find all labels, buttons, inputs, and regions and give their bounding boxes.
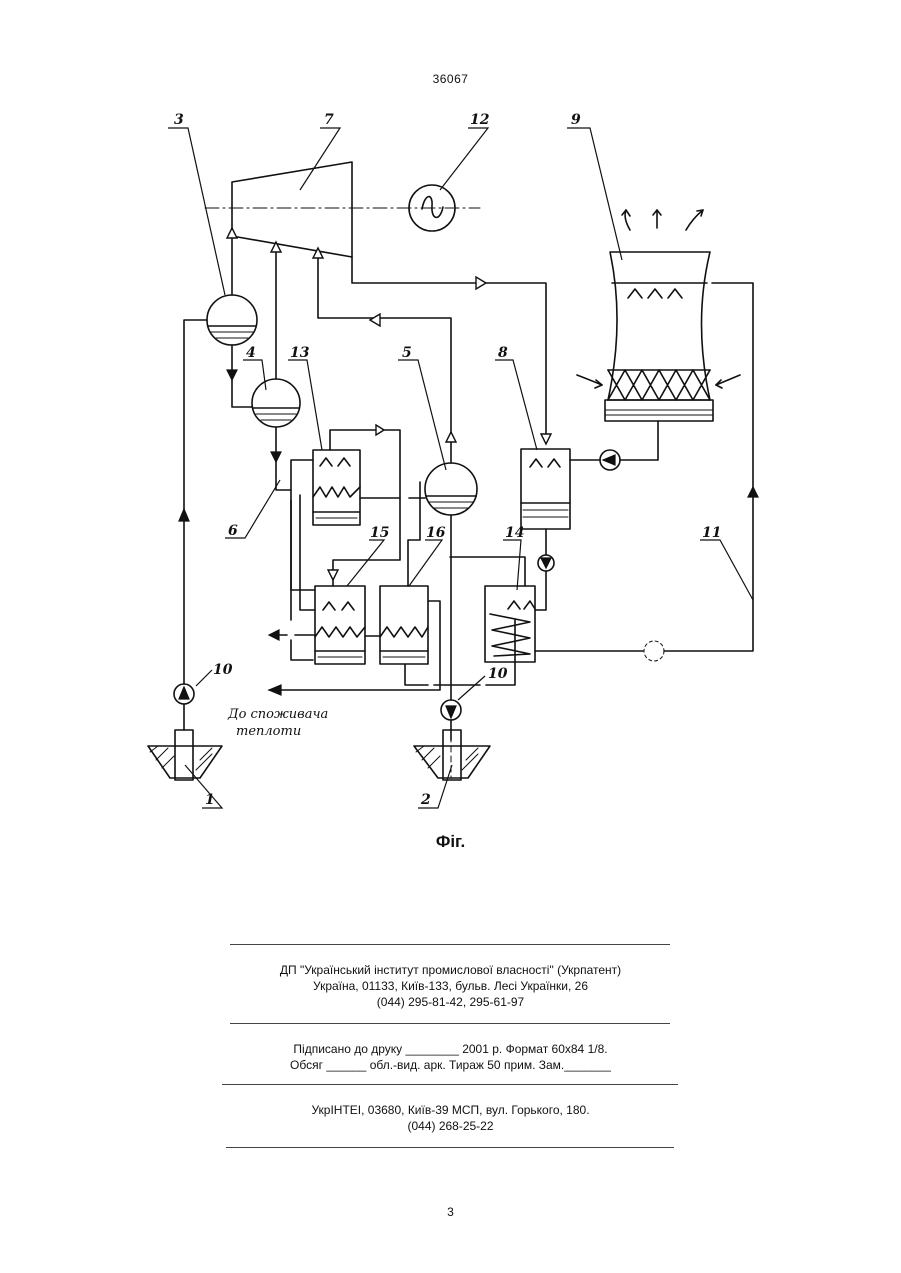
label-10-left: 10 [213,662,233,678]
label-6: 6 [228,523,238,539]
well-1 [175,730,193,780]
heat-exchanger-16 [380,586,428,664]
well-2 [443,730,461,780]
label-9: 9 [571,112,581,128]
heat-exchanger-15 [315,586,365,664]
publisher-phone: (044) 295-81-42, 295-61-97 [0,994,901,1010]
label-2: 2 [420,792,431,808]
cooling-tower-fill [608,370,710,400]
cooling-tower-body [608,252,710,400]
figure-caption: Фіг. [0,832,901,852]
print-info-block: Підписано до друку ________ 2001 р. Форм… [0,1041,901,1073]
label-5: 5 [402,345,412,361]
label-7: 7 [324,112,334,128]
label-10-right: 10 [488,666,508,682]
consumer-label-line2: теплоти [236,724,301,739]
consumer-label-line1: До споживача [227,707,328,722]
printer-address: УкрІНТЕІ, 03680, Київ-39 МСП, вул. Горьк… [0,1102,901,1118]
divider-4 [226,1147,674,1148]
divider-2 [230,1023,670,1024]
publisher-address: Україна, 01133, Київ-133, бульв. Лесі Ук… [0,978,901,994]
label-13: 13 [290,345,310,361]
label-11: 11 [702,525,721,541]
separator-5 [425,463,477,515]
label-3: 3 [174,112,184,128]
label-1: 1 [205,792,215,808]
label-8: 8 [498,345,508,361]
divider-3 [222,1084,678,1085]
divider-1 [230,944,670,945]
label-14: 14 [505,525,524,541]
page-number: 3 [0,1205,901,1219]
label-4: 4 [246,345,256,361]
printer-phone: (044) 268-25-22 [0,1118,901,1134]
print-info-line1: Підписано до друку ________ 2001 р. Форм… [0,1041,901,1057]
label-16: 16 [426,525,446,541]
publisher-block: ДП "Український інститут промислової вла… [0,962,901,1010]
schematic-diagram: 3 7 12 9 4 13 5 8 6 15 16 14 11 10 10 1 … [0,0,901,830]
label-15: 15 [370,525,389,541]
print-info-line2: Обсяг ______ обл.-вид. арк. Тираж 50 при… [0,1057,901,1073]
printer-block: УкрІНТЕІ, 03680, Київ-39 МСП, вул. Горьк… [0,1102,901,1134]
label-12: 12 [470,112,490,128]
publisher-name: ДП "Український інститут промислової вла… [0,962,901,978]
generator-wave [422,197,443,218]
turbine-shape [232,162,352,257]
